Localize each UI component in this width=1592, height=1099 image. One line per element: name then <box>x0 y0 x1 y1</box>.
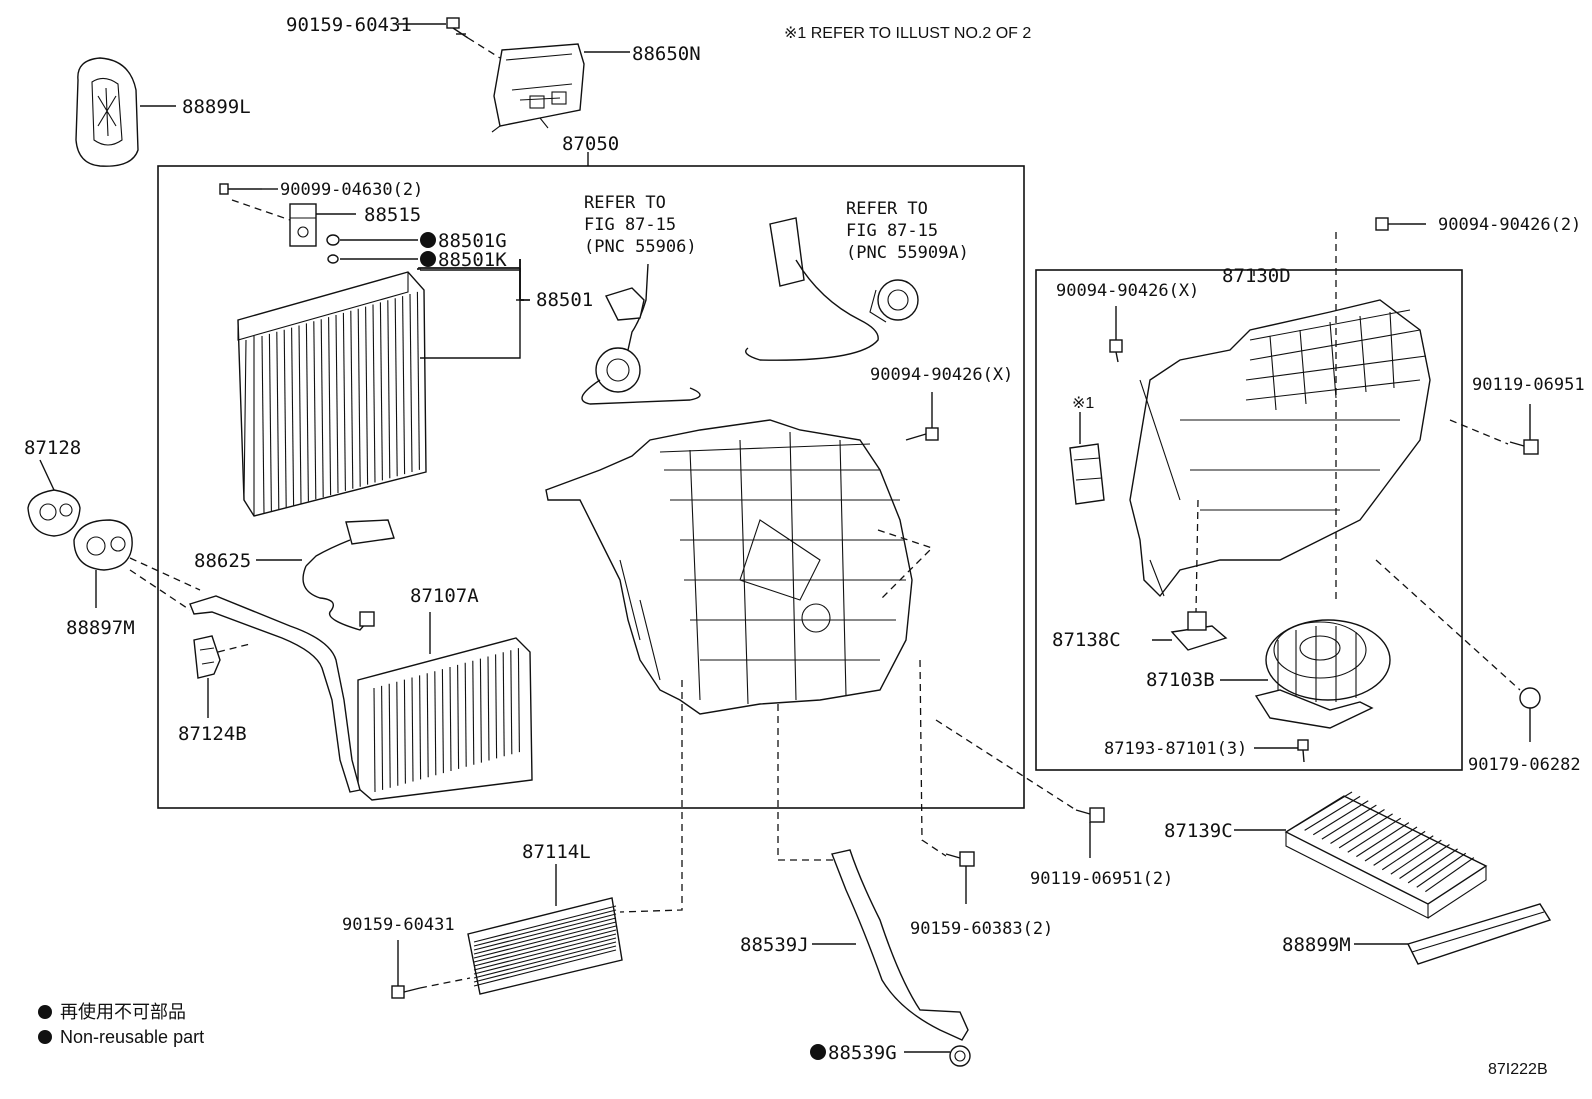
label-88650n: 88650N <box>632 43 701 65</box>
svg-text:FIG 87-15: FIG 87-15 <box>846 221 938 241</box>
legend: 再使用不可部品 Non-reusable part <box>38 1002 204 1047</box>
blower-motor-87103b <box>1254 619 1391 729</box>
label-87124b: 87124B <box>178 723 247 745</box>
screw-90159-60431-bottom <box>391 985 421 999</box>
cover-88899m <box>1407 903 1552 965</box>
label-90119-06951-2: 90119-06951(2) <box>1030 869 1173 889</box>
label-88501g: 88501G <box>438 230 507 252</box>
dashed-lines <box>129 37 1521 989</box>
plate-88897m <box>73 519 133 571</box>
legend-dot-2 <box>38 1030 52 1044</box>
nut-90179-06282 <box>1519 687 1541 709</box>
screw-90119-06951 <box>1509 439 1539 455</box>
label-90159-60383-2: 90159-60383(2) <box>910 919 1053 939</box>
o-ring-88501k <box>327 254 339 264</box>
harness-pnc-55906 <box>581 263 701 405</box>
refer-block-pnc-55906: REFER TO FIG 87-15 (PNC 55906) <box>584 193 697 257</box>
label-88539j: 88539J <box>740 934 809 956</box>
leader-lines <box>39 23 1531 1053</box>
label-88899l: 88899L <box>182 96 251 118</box>
screw-90094-90426-x-right <box>1109 339 1123 363</box>
label-90119-06951: 90119-06951 <box>1472 375 1585 395</box>
svg-text:(PNC 55909A): (PNC 55909A) <box>846 243 969 263</box>
label-88625: 88625 <box>194 550 251 572</box>
svg-text:REFER TO: REFER TO <box>846 199 928 219</box>
svg-text:REFER TO: REFER TO <box>584 193 666 213</box>
evaporator-88501 <box>237 271 427 517</box>
assembly-box-87050 <box>157 165 1025 809</box>
label-90159-60431-top: 90159-60431 <box>286 14 412 36</box>
label-88501: 88501 <box>536 289 593 311</box>
label-ref-1: ※1 <box>1072 395 1094 412</box>
heater-core-87107a <box>189 595 533 801</box>
label-90094-90426-2: 90094-90426(2) <box>1438 215 1581 235</box>
header-note: ※1 REFER TO ILLUST NO.2 OF 2 <box>784 25 1031 42</box>
nonreusable-dot-88539g <box>810 1044 826 1060</box>
harness-pnc-55909a <box>745 217 919 361</box>
legend-text-en: Non-reusable part <box>60 1027 204 1047</box>
expansion-valve-88515 <box>289 203 317 247</box>
screw-90094-90426-2 <box>1375 217 1400 231</box>
label-87103b: 87103B <box>1146 669 1215 691</box>
illustration-code: 87I222B <box>1488 1061 1548 1078</box>
label-87114l: 87114L <box>522 841 591 863</box>
label-88539g: 88539G <box>828 1042 897 1064</box>
sensor-88625 <box>302 519 395 631</box>
nonreusable-dot-88501k <box>420 251 436 267</box>
refer-block-pnc-55909a: REFER TO FIG 87-15 (PNC 55909A) <box>846 199 969 263</box>
label-88899m: 88899M <box>1282 934 1351 956</box>
label-87139c: 87139C <box>1164 820 1233 842</box>
heater-unit-housing <box>545 419 913 715</box>
screw-90094-90426-x-left <box>905 427 939 441</box>
assembly-box-87130d <box>1035 269 1463 771</box>
legend-dot-1 <box>38 1005 52 1019</box>
clip-88539g <box>949 1045 971 1067</box>
blower-unit-87130d <box>1129 299 1431 598</box>
label-88515: 88515 <box>364 204 421 226</box>
label-88501k: 88501K <box>438 249 507 271</box>
duct-87114l <box>467 897 623 995</box>
sensor-88650n <box>491 43 585 133</box>
label-87050: 87050 <box>562 133 619 155</box>
nonreusable-dot-88501g <box>420 232 436 248</box>
screw-90159-60431-top <box>446 17 469 39</box>
svg-text:(PNC 55906): (PNC 55906) <box>584 237 697 257</box>
cover-88899l <box>75 57 139 167</box>
o-ring-88501g <box>326 234 340 246</box>
clamp-87124b <box>193 635 221 679</box>
label-90094-90426-x-left: 90094-90426(X) <box>870 365 1013 385</box>
svg-text:FIG 87-15: FIG 87-15 <box>584 215 676 235</box>
label-87128: 87128 <box>24 437 81 459</box>
resistor-87138c <box>1170 611 1228 651</box>
air-filter-87139c <box>1284 791 1488 919</box>
label-88897m: 88897M <box>66 617 135 639</box>
screw-90159-60383-2 <box>945 851 975 867</box>
screw-90099-04630 <box>219 183 262 195</box>
label-87138c: 87138C <box>1052 629 1121 651</box>
part-ref-1 <box>1069 443 1105 505</box>
label-90099-04630: 90099-04630(2) <box>280 180 423 200</box>
drain-hose-88539j <box>831 849 969 1041</box>
label-87130d: 87130D <box>1222 265 1291 287</box>
legend-text-jp: 再使用不可部品 <box>60 1002 186 1022</box>
label-87193-87101: 87193-87101(3) <box>1104 739 1247 759</box>
label-87107a: 87107A <box>410 585 479 607</box>
label-90179-06282: 90179-06282 <box>1468 755 1581 775</box>
screw-87193-87101 <box>1297 739 1309 763</box>
grommet-87128 <box>27 489 81 537</box>
label-90094-90426-x-right: 90094-90426(X) <box>1056 281 1199 301</box>
screw-90119-06951-2 <box>1075 807 1105 823</box>
label-90159-60431-bottom: 90159-60431 <box>342 915 455 935</box>
